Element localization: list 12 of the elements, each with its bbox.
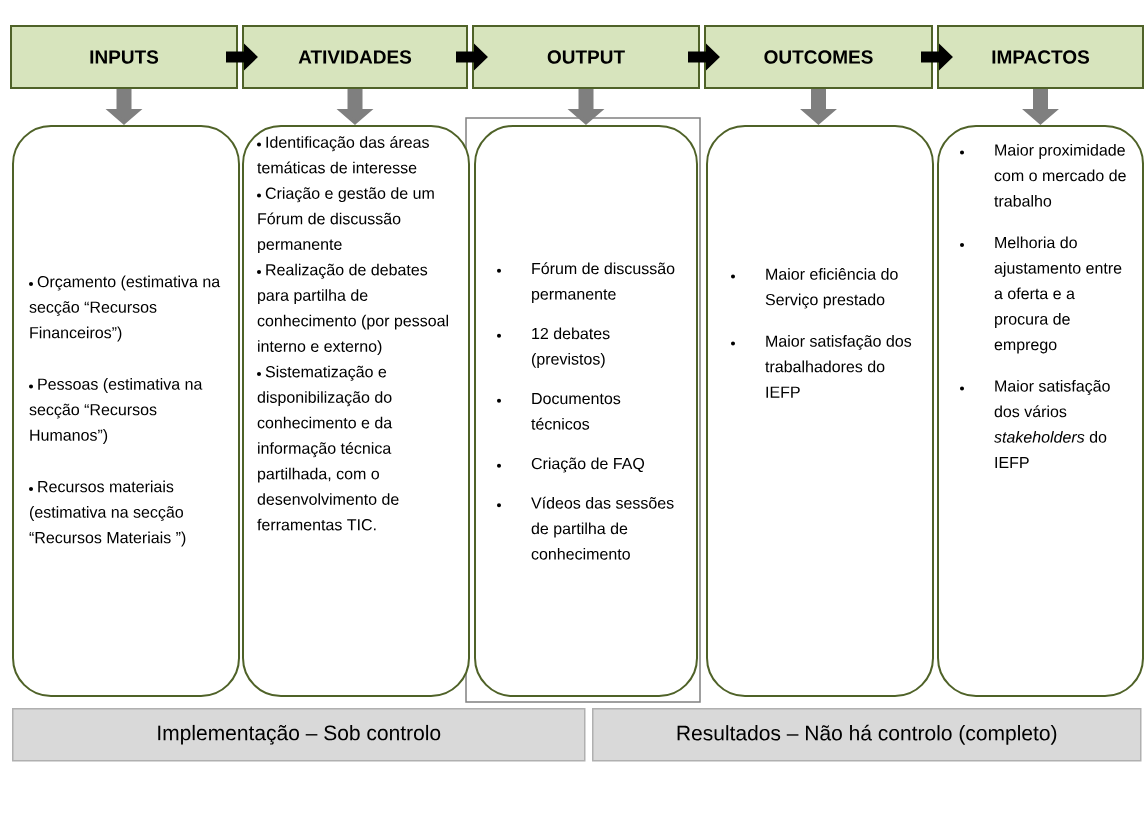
- content-box: Identificação das áreas temáticas de interesse Criação e gestão de um Fórum de discussão permanente Realização de debates para partilha de conhecimento (por pessoal interno e externo) Sistematização e disponibilização do conhecimento e da informação técnica partilhada, com o desenvolvimento de ferramentas TIC.: [242, 125, 470, 697]
- header-box: OUTCOMES: [704, 25, 933, 89]
- header-box: ATIVIDADES: [242, 25, 468, 89]
- footer-band: Resultados – Não há controlo (completo): [592, 708, 1142, 762]
- content-box: Fórum de discussão permanente 12 debates (previstos) Documentos técnicos Criação de FAQ Vídeos das sessões de partilha de conhecimento: [474, 125, 698, 697]
- content-box: Maior proximidade com o mercado de trabalho Melhoria do ajustamento entre a oferta e a procura de emprego Maior satisfação dos vários stakeholders do IEFP: [937, 125, 1144, 697]
- content-box: Maior eficiência do Serviço prestado Maior satisfação dos trabalhadores do IEFP: [706, 125, 934, 697]
- header-box: IMPACTOS: [937, 25, 1144, 89]
- header-box: INPUTS: [10, 25, 238, 89]
- content-box: Orçamento (estimativa na secção “Recursos Financeiros”) Pessoas (estimativa na secção “Recursos Humanos”) Recursos materiais (estimativa na secção “Recursos Materiais ”): [12, 125, 240, 697]
- header-box: OUTPUT: [472, 25, 700, 89]
- footer-band: Implementação – Sob controlo: [12, 708, 586, 762]
